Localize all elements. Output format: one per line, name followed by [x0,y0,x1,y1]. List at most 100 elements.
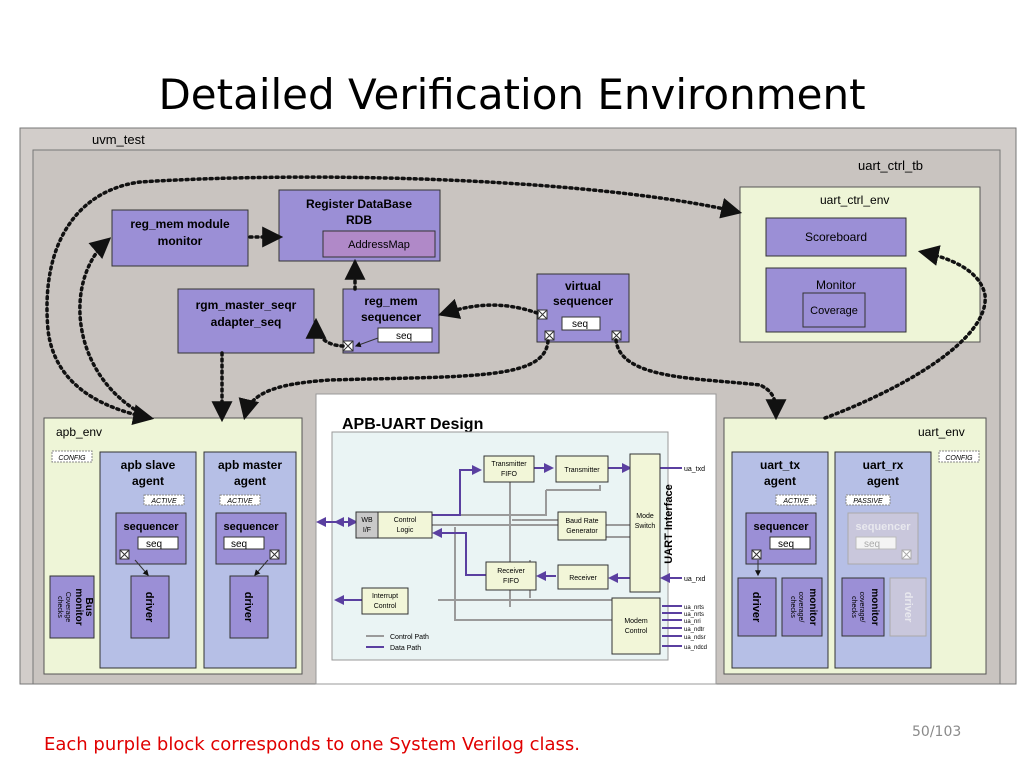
uart-rx-agent-line1: uart_rx [863,458,904,472]
transmitter-label: Transmitter [564,467,600,474]
ua-rxd-label: ua_rxd [684,576,706,583]
uart-interface-label: UART Interface [663,484,675,563]
scoreboard-block [765,217,907,257]
transmitter-fifo-line2: FIFO [501,471,517,478]
receiver-label: Receiver [569,575,597,582]
control-logic-line2: Logic [397,527,414,534]
mode-switch-line1: Mode [636,513,654,520]
uart-tx-monitor-label: monitor [807,588,818,625]
control-logic-line1: Control [394,517,417,524]
modem-signal-6: ua_ndcd [684,645,707,651]
wb-if-line2: I/F [363,527,371,534]
uvm-test-label: uvm_test [92,132,145,147]
uart-tx-active-badge [775,494,817,506]
interrupt-control-line1: Interrupt [372,593,398,600]
rdb-line1: Register DataBase [306,197,412,211]
uart-tx-driver-label: driver [750,592,762,623]
page-number: 50/103 [912,724,962,740]
modem-control-line1: Modem [624,618,648,625]
apb-config-badge [51,450,93,463]
apb-master-seq-label: seq [231,539,247,550]
transmitter-fifo-line1: Transmitter [491,461,527,468]
bus-monitor-line2: monitor [73,588,84,625]
control-logic-block [377,511,433,539]
apb-config-label: CONFIG [58,455,86,462]
uart-rx-cov-line1: coverage/ [858,592,865,623]
slide-title: Detailed Verification Environment [158,70,866,119]
apb-slave-active-badge [143,494,185,506]
uart-ctrl-tb-label: uart_ctrl_tb [858,158,923,173]
legend-data-path-label: Data Path [390,645,421,652]
reg-mem-monitor-line1: reg_mem module [130,217,230,231]
reg-mem-sequencer-line1: reg_mem [364,294,417,308]
uart-ctrl-monitor-label: Monitor [816,278,856,292]
apb-slave-driver-block [130,575,170,639]
uart-rx-sequencer-label: sequencer [855,521,911,533]
uart-rx-driver-block [889,577,927,637]
uart-config-label: CONFIG [945,455,973,462]
apb-slave-seq-label: seq [146,539,162,550]
receiver-fifo-line1: Receiver [497,568,525,575]
receiver-fifo-block [485,561,537,591]
uart-rx-seq-box [855,536,897,550]
bus-monitor-cov-line2: checks [56,596,63,618]
uart-ctrl-coverage-block [802,292,866,328]
bus-monitor-cov-line1: Coverage [64,592,71,622]
baud-rate-line1: Baud Rate [565,518,598,525]
uart-env-label: uart_env [918,425,965,439]
apb-env-label: apb_env [56,425,102,439]
apb-slave-active-label: ACTIVE [150,498,177,505]
receiver-block [557,564,609,590]
legend-control-path-label: Control Path [390,634,429,641]
baud-rate-generator-block [557,511,607,541]
uart-tx-sequencer-label: sequencer [753,521,809,533]
uart-rx-driver-label: driver [902,592,914,623]
bus-monitor-block [49,575,95,639]
uart-tx-active-label: ACTIVE [782,498,809,505]
uart-tx-cov-line2: checks [789,596,796,618]
modem-signal-5: ua_ndsr [684,635,706,641]
modem-control-block [611,597,661,655]
modem-control-line2: Control [625,628,648,635]
apb-master-active-badge [219,494,261,506]
apb-slave-agent-line1: apb slave [121,458,176,472]
uart-tx-monitor-block [781,577,823,637]
uart-rx-seq-label: seq [864,539,880,550]
uart-tx-seq-box [769,536,811,550]
uart-rx-monitor-block [841,577,885,637]
rdb-line2: RDB [346,213,372,227]
bus-monitor-line1: Bus [83,598,94,617]
uart-rx-monitor-label: monitor [869,588,880,625]
modem-signal-3: ua_nri [684,619,701,625]
transmitter-block [555,455,609,483]
modem-signal-1: ua_nrts [684,605,704,611]
apb-slave-driver-label: driver [143,592,155,623]
apb-master-driver-block [229,575,269,639]
footer-note: Each purple block corresponds to one Sys… [44,734,581,755]
modem-signal-4: ua_ndtr [684,627,704,633]
uart-tx-agent-line2: agent [764,474,796,488]
virtual-sequencer-line2: sequencer [553,294,613,308]
uart-rx-passive-badge [845,494,891,506]
apb-master-driver-label: driver [242,592,254,623]
apb-master-agent-line2: agent [234,474,266,488]
modem-signal-2: ua_nrts [684,612,704,618]
apb-uart-design-title: APB-UART Design [342,416,483,433]
address-map-label: AddressMap [348,239,410,251]
uart-tx-agent-line1: uart_tx [760,458,800,472]
uart-ctrl-coverage-label: Coverage [810,305,858,317]
ua-txd-label: ua_txd [684,466,705,473]
apb-slave-agent-line2: agent [132,474,164,488]
apb-master-agent-line1: apb master [218,458,282,472]
baud-rate-line2: Generator [566,528,598,535]
uart-rx-passive-label: PASSIVE [853,498,883,505]
reg-mem-sequencer-line2: sequencer [361,310,421,324]
receiver-fifo-line2: FIFO [503,578,519,585]
uart-ctrl-env-label: uart_ctrl_env [820,193,889,207]
scoreboard-label: Scoreboard [805,230,867,244]
apb-slave-seq-box [137,536,179,550]
uart-tx-seq-label: seq [778,539,794,550]
apb-master-seq-box [223,536,265,550]
uart-tx-cov-line1: coverage/ [797,592,804,623]
